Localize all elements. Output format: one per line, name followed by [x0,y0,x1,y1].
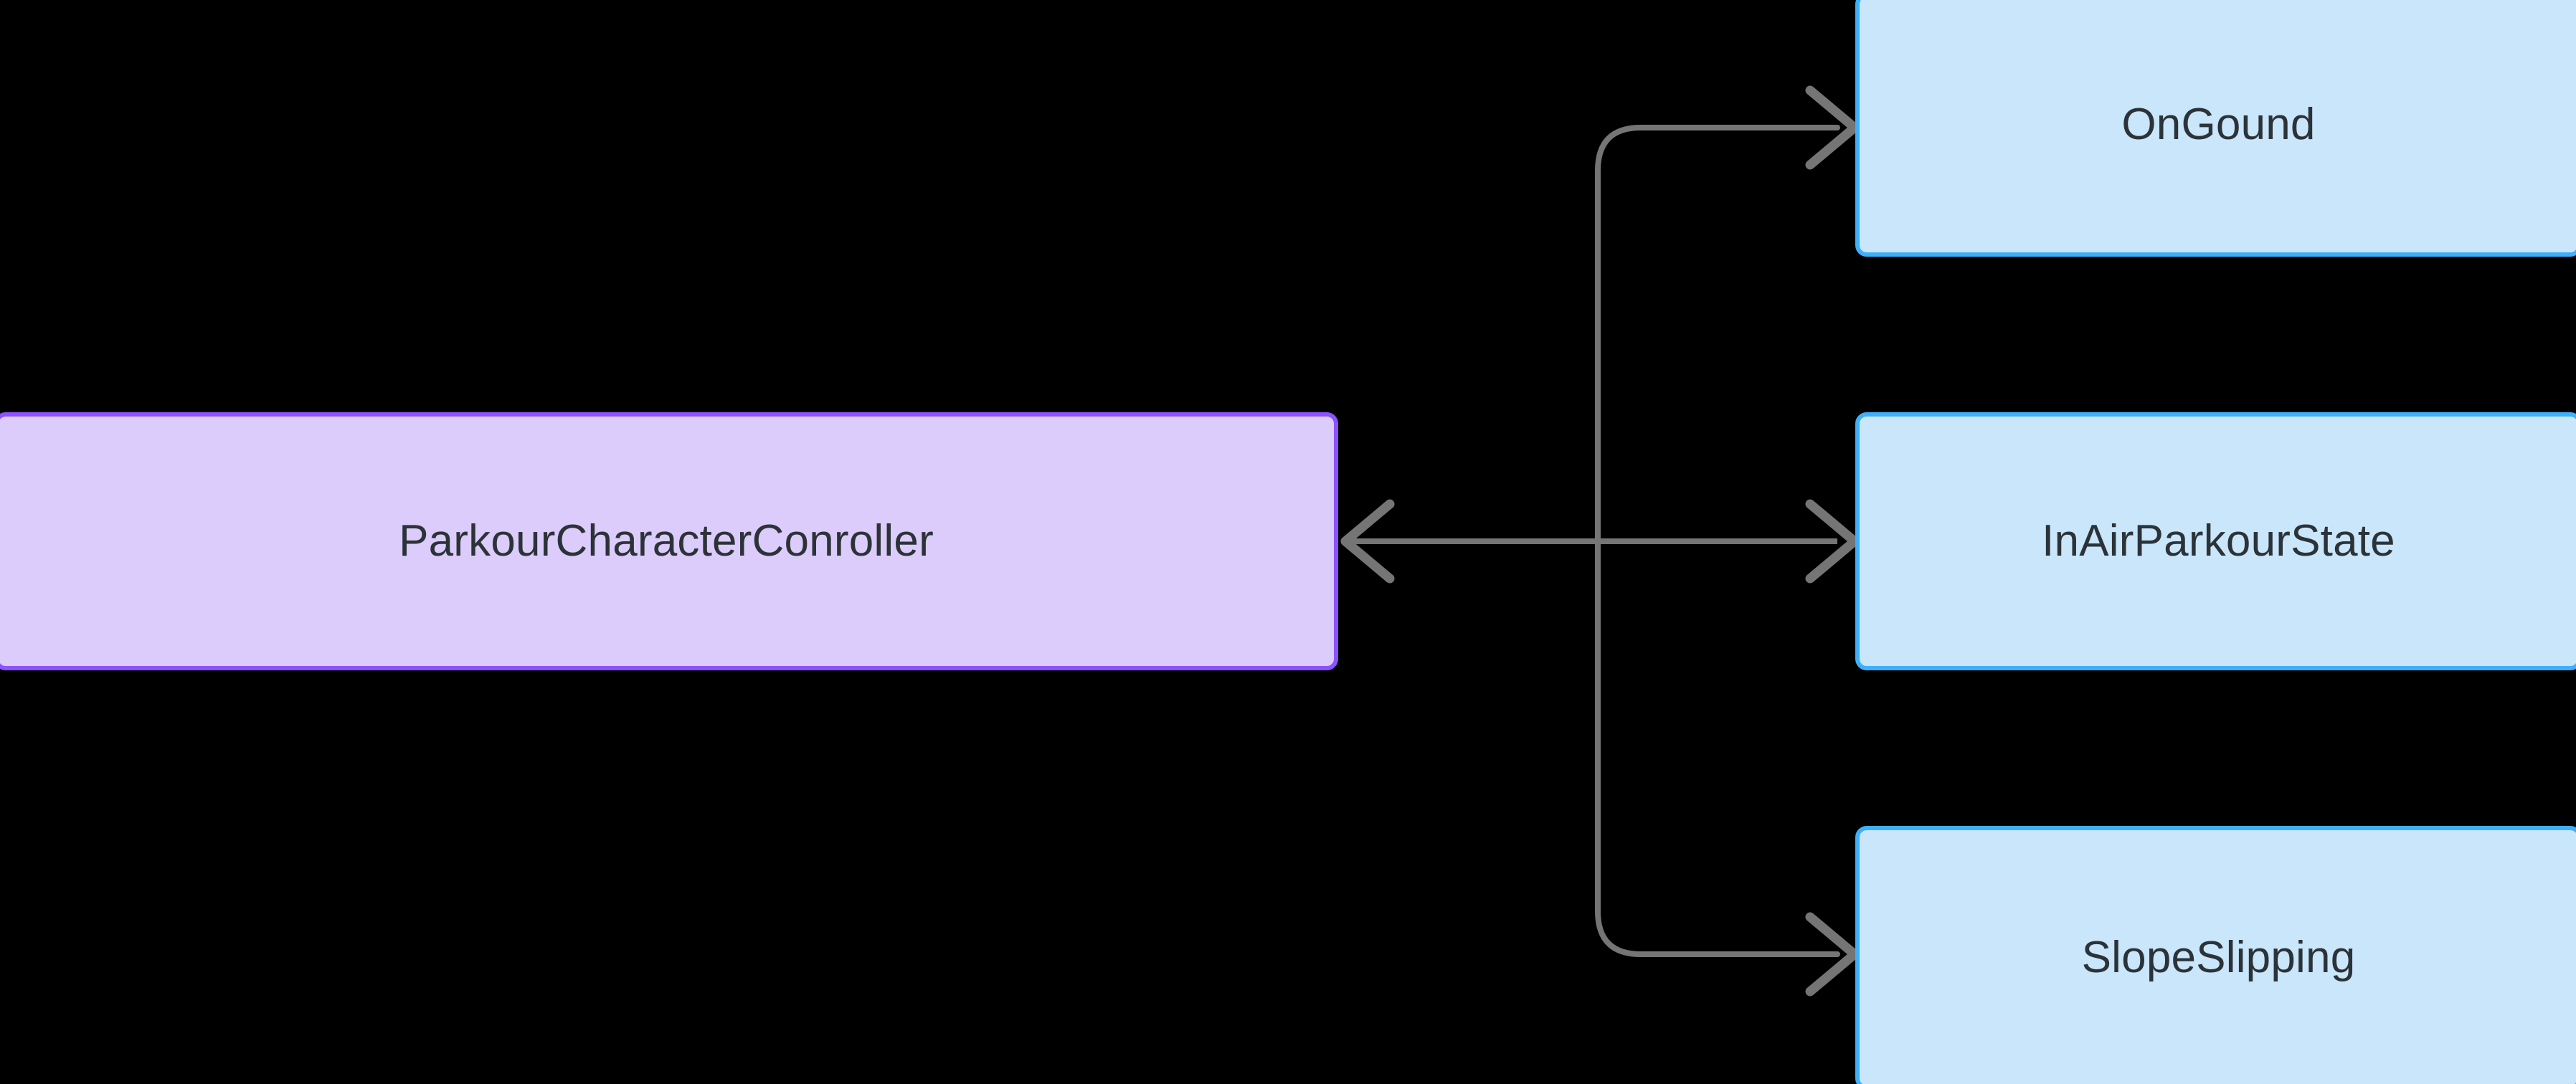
node-label-parkour-character-controller: ParkourCharacterConroller [399,515,934,566]
node-onground[interactable]: OnGound [1855,0,2576,257]
edge-line-controller-slope [1595,538,1840,957]
arrowhead-to-inair [1805,499,1860,584]
edge-controller-onground [1595,85,1860,544]
node-label-inairparkourstate: InAirParkourState [2042,515,2395,566]
node-label-slopeslipping: SlopeSlipping [2081,932,2356,982]
node-label-onground: OnGound [2121,99,2316,149]
edge-line-controller-onground [1595,125,1840,544]
arrowhead-to-onground [1805,85,1860,170]
node-inairparkourstate[interactable]: InAirParkourState [1855,412,2576,670]
node-parkour-character-controller[interactable]: ParkourCharacterConroller [0,412,1338,670]
node-slopeslipping[interactable]: SlopeSlipping [1855,826,2576,1084]
edge-controller-inair [1340,499,1860,584]
arrowhead-to-slope [1805,912,1860,997]
arrowhead-to-controller [1340,499,1395,584]
edge-controller-slope [1595,538,1860,997]
